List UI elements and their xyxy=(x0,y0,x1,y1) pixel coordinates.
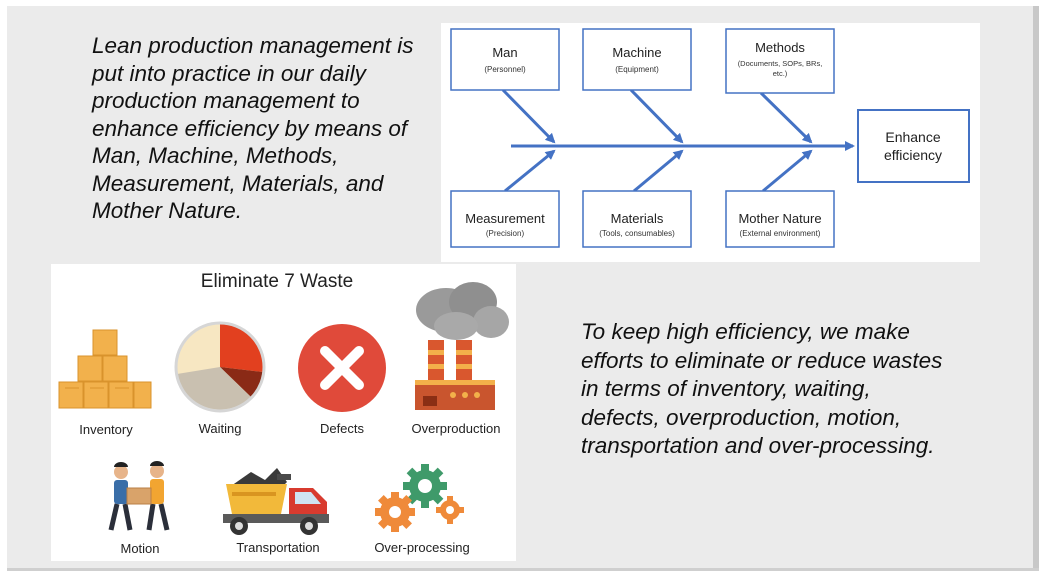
cause-methods-name: Methods xyxy=(755,40,805,55)
cause-mother-nature-detail: (External environment) xyxy=(740,229,821,238)
cause-materials-name: Materials xyxy=(611,211,664,226)
cause-man-name: Man xyxy=(492,45,517,60)
people-carrying-box-icon xyxy=(108,461,170,531)
cause-materials-detail: (Tools, consumables) xyxy=(599,229,675,238)
waste-title: Eliminate 7 Waste xyxy=(201,271,353,292)
cause-box-man: Man (Personnel) xyxy=(450,28,560,91)
bone-measurement xyxy=(504,149,556,193)
effect-line-2: efficiency xyxy=(884,147,942,163)
cause-measurement-detail: (Precision) xyxy=(486,229,525,238)
cause-box-methods: Methods (Documents, SOPs, BRs, etc.) xyxy=(725,28,835,94)
effect-box: Enhance efficiency xyxy=(857,109,970,183)
waste-label-overproduction: Overproduction xyxy=(412,421,501,436)
bone-methods xyxy=(759,91,813,144)
factory-icon xyxy=(415,282,509,410)
waste-label-motion: Motion xyxy=(120,541,159,556)
cause-methods-detail-2: etc.) xyxy=(773,69,788,78)
x-circle-icon xyxy=(298,324,386,412)
waste-label-waiting: Waiting xyxy=(199,421,242,436)
waste-label-defects: Defects xyxy=(320,421,365,436)
effect-line-1: Enhance xyxy=(885,129,940,145)
cause-box-materials: Materials (Tools, consumables) xyxy=(582,190,692,248)
cause-man-detail: (Personnel) xyxy=(484,65,526,74)
intro-paragraph: Lean production management is put into p… xyxy=(92,33,414,223)
cause-box-mother-nature: Mother Nature (External environment) xyxy=(725,190,835,248)
waste-svg: Eliminate 7 Waste Inventory Waiting xyxy=(58,271,509,556)
boxes-icon xyxy=(58,329,152,409)
cause-box-machine: Machine (Equipment) xyxy=(582,28,692,91)
cause-mother-nature-name: Mother Nature xyxy=(738,211,821,226)
slide-shadow-bottom xyxy=(7,568,1039,571)
bone-materials xyxy=(633,149,684,193)
waste-label-inventory: Inventory xyxy=(79,422,133,437)
clock-icon xyxy=(174,321,266,413)
bone-man xyxy=(501,88,556,144)
bone-machine xyxy=(629,88,684,144)
gears-icon xyxy=(375,464,464,532)
cause-machine-name: Machine xyxy=(612,45,661,60)
slide-shadow-right xyxy=(1033,6,1039,568)
cause-measurement-name: Measurement xyxy=(465,211,545,226)
bone-mother-nature xyxy=(762,149,813,193)
waste-label-transportation: Transportation xyxy=(236,540,319,555)
waste-label-over-processing: Over-processing xyxy=(374,540,469,555)
fishbone-diagram: Man (Personnel) Machine (Equipment) Meth… xyxy=(441,23,980,262)
waste-summary-paragraph: To keep high efficiency, we make efforts… xyxy=(581,319,943,458)
fishbone-svg: Man (Personnel) Machine (Equipment) Meth… xyxy=(450,28,970,248)
waste-panel: Eliminate 7 Waste Inventory Waiting xyxy=(51,264,516,561)
truck-icon xyxy=(223,468,329,535)
cause-box-measurement: Measurement (Precision) xyxy=(450,190,560,248)
cause-methods-detail: (Documents, SOPs, BRs, xyxy=(738,59,823,68)
cause-machine-detail: (Equipment) xyxy=(615,65,659,74)
